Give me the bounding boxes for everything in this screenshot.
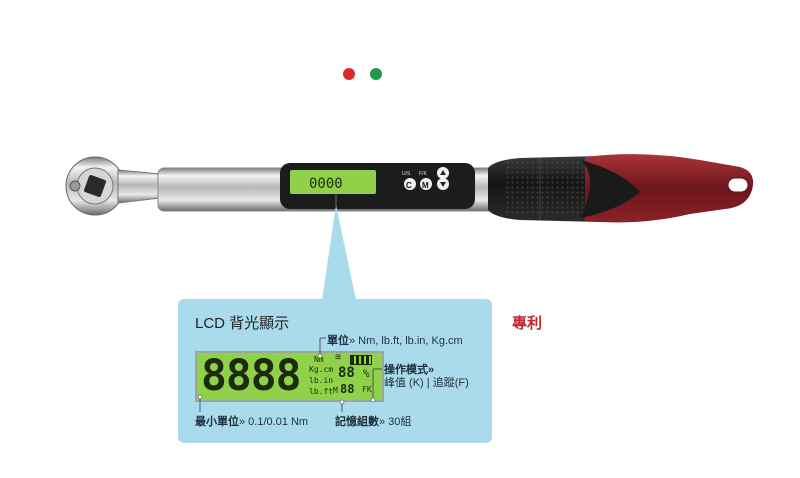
lcd-unit-lbft: lb.ft bbox=[309, 387, 334, 396]
min-unit-annotation: 最小單位» 0.1/0.01 Nm bbox=[195, 413, 308, 429]
lcd-fk-label: FK bbox=[362, 385, 372, 394]
lcd-unit-lbin: lb.in bbox=[309, 376, 334, 385]
lcd-percent-digits: 88 bbox=[338, 365, 355, 381]
lcd-memory-digits: 88 bbox=[340, 382, 355, 396]
indicator-green-dot[interactable] bbox=[370, 68, 382, 80]
indicator-red-dot[interactable] bbox=[343, 68, 355, 80]
unit-annotation: 單位» Nm, lb.ft, lb.in, Kg.cm bbox=[327, 332, 463, 348]
lcd-percent-sign: % bbox=[363, 367, 370, 380]
lcd-panel: 8888 Nm Kg.cm lb.in lb.ft ≋ 88 % M 88 FK bbox=[195, 351, 384, 402]
rubber-grip bbox=[488, 156, 600, 222]
lcd-main-digits: 8888 bbox=[201, 351, 302, 401]
c-button-label: C bbox=[406, 181, 412, 190]
mode-values: 峰值 (K) | 追蹤(F) bbox=[384, 377, 469, 389]
callout-pointer bbox=[322, 205, 356, 300]
lcd-unit-nm: Nm bbox=[314, 355, 324, 364]
wrench-lcd-reading: 0000 bbox=[309, 176, 343, 192]
m-button-label: M bbox=[422, 181, 429, 190]
callout-title: LCD 背光顯示 bbox=[195, 315, 290, 332]
lcd-memory-prefix: M bbox=[333, 386, 338, 395]
red-grip bbox=[580, 154, 754, 223]
memory-annotation: 記憶組數» 30組 bbox=[335, 413, 411, 429]
wifi-icon: ≋ bbox=[335, 352, 342, 363]
memory-label: 記憶組數 bbox=[335, 416, 379, 428]
lcd-callout: LCD 背光顯示 8888 Nm Kg.cm lb.in lb.ft ≋ 88 … bbox=[178, 299, 492, 443]
patent-label: 專利 bbox=[512, 315, 543, 332]
unit-label: 單位 bbox=[327, 335, 349, 347]
callout-leaders bbox=[197, 337, 382, 412]
display-housing: 0000 C M U/S F/K bbox=[280, 163, 475, 209]
unit-values: » Nm, lb.ft, lb.in, Kg.cm bbox=[349, 335, 463, 347]
min-unit-values: » 0.1/0.01 Nm bbox=[239, 416, 309, 428]
lcd-unit-kgcm: Kg.cm bbox=[309, 365, 334, 374]
memory-values: » 30組 bbox=[379, 416, 412, 428]
min-unit-label: 最小單位 bbox=[195, 416, 239, 428]
battery-icon bbox=[350, 355, 372, 365]
mode-label: 操作模式» bbox=[384, 364, 435, 376]
c-button[interactable] bbox=[404, 178, 416, 190]
fk-button-label: F/K bbox=[419, 171, 427, 177]
m-button[interactable] bbox=[420, 178, 432, 190]
ratchet-head bbox=[65, 156, 161, 216]
unit-button-label: U/S bbox=[402, 171, 411, 177]
